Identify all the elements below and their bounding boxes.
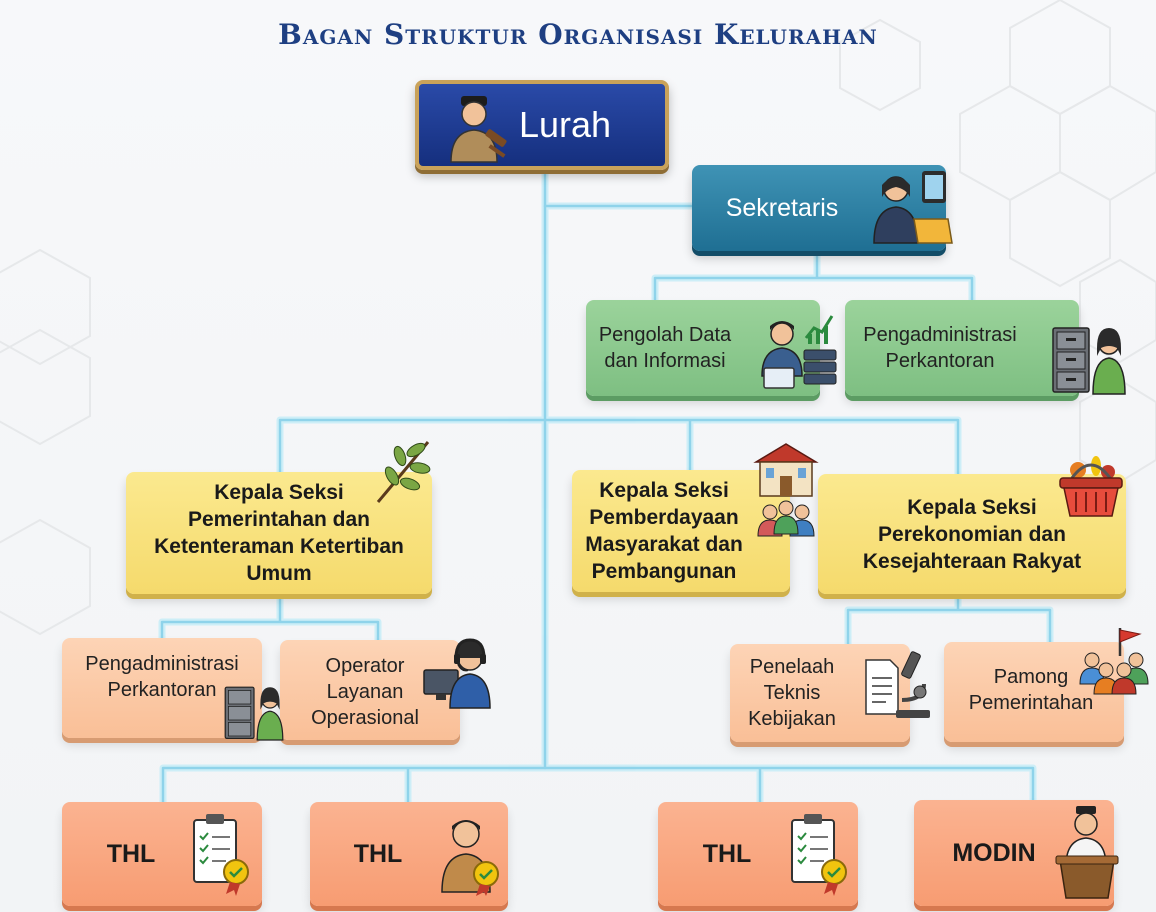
worker-badge-icon bbox=[441, 820, 499, 896]
data-analyst-server-icon bbox=[761, 315, 837, 389]
node-pamong-pemerintahan-label: Pamong Pemerintahan bbox=[968, 666, 1094, 714]
node-pengadministrasi-pemerintahan-label: Pengadministrasi Perkantoran bbox=[85, 653, 239, 701]
secretary-with-tablet-icon bbox=[873, 171, 953, 244]
node-lurah-label: Lurah bbox=[519, 104, 612, 145]
node-kasi-perekonomian-label: Kepala Seksi Perekonomian dan Kesejahter… bbox=[862, 495, 1082, 573]
node-modin[interactable]: MODIN bbox=[914, 800, 1119, 906]
node-thl-3-label: THL bbox=[702, 839, 752, 868]
node-operator-layanan-label: Operator Layanan Operasional bbox=[311, 655, 419, 729]
node-pamong-pemerintahan[interactable]: Pamong Pemerintahan bbox=[944, 628, 1149, 742]
node-thl-1[interactable]: THL bbox=[62, 802, 262, 906]
node-penelaah-teknis[interactable]: Penelaah Teknis Kebijakan bbox=[730, 644, 930, 742]
node-kasi-perekonomian[interactable]: Kepala Seksi Perekonomian dan Kesejahter… bbox=[818, 456, 1126, 594]
node-kasi-pemberdayaan[interactable]: Kepala Seksi Pemberdayaan Masyarakat dan… bbox=[572, 443, 819, 592]
building-community-icon bbox=[753, 443, 819, 537]
node-thl-2[interactable]: THL bbox=[310, 802, 508, 906]
node-sekretaris-label: Sekretaris bbox=[725, 193, 839, 222]
node-thl-2-label: THL bbox=[353, 839, 403, 868]
crowd-flag-icon bbox=[1079, 628, 1149, 695]
node-sekretaris[interactable]: Sekretaris bbox=[692, 165, 953, 251]
node-pengolah-data-label: Pengolah Data dan Informasi bbox=[598, 324, 732, 372]
clipboard-badge-icon bbox=[193, 814, 249, 896]
node-kasi-pemerintahan[interactable]: Kepala Seksi Pemerintahan dan Ketenteram… bbox=[126, 441, 432, 594]
imam-podium-icon bbox=[1055, 806, 1119, 899]
page-title: Bagan Struktur Organisasi Kelurahan bbox=[278, 18, 878, 51]
clipboard-badge-icon bbox=[791, 814, 847, 896]
clerk-filing-cabinet-icon bbox=[224, 686, 284, 741]
node-kasi-pemberdayaan-label: Kepala Seksi Pemberdayaan Masyarakat dan… bbox=[585, 479, 743, 583]
market-basket-icon bbox=[1059, 456, 1123, 517]
node-lurah[interactable]: Lurah bbox=[415, 80, 669, 170]
node-kasi-pemerintahan-label: Kepala Seksi Pemerintahan dan Ketenteram… bbox=[154, 481, 404, 585]
node-modin-label: MODIN bbox=[952, 838, 1036, 867]
clerk-filing-cabinet-icon bbox=[1052, 327, 1126, 395]
node-pengadministrasi-sekretariat[interactable]: Pengadministrasi Perkantoran bbox=[845, 300, 1126, 396]
headset-operator-icon bbox=[423, 638, 491, 709]
node-penelaah-teknis-label: Penelaah Teknis Kebijakan bbox=[748, 656, 836, 730]
official-with-gavel-icon bbox=[450, 96, 507, 163]
node-thl-3[interactable]: THL bbox=[658, 802, 858, 906]
node-pengolah-data[interactable]: Pengolah Data dan Informasi bbox=[586, 300, 837, 396]
leaf-branch-icon bbox=[376, 441, 431, 503]
node-thl-1-label: THL bbox=[106, 839, 156, 868]
node-operator-layanan[interactable]: Operator Layanan Operasional bbox=[280, 638, 491, 740]
document-microscope-icon bbox=[865, 651, 930, 718]
node-pengadministrasi-pemerintahan[interactable]: Pengadministrasi Perkantoran bbox=[62, 638, 284, 741]
node-pengadministrasi-sekretariat-label: Pengadministrasi Perkantoran bbox=[863, 324, 1017, 372]
